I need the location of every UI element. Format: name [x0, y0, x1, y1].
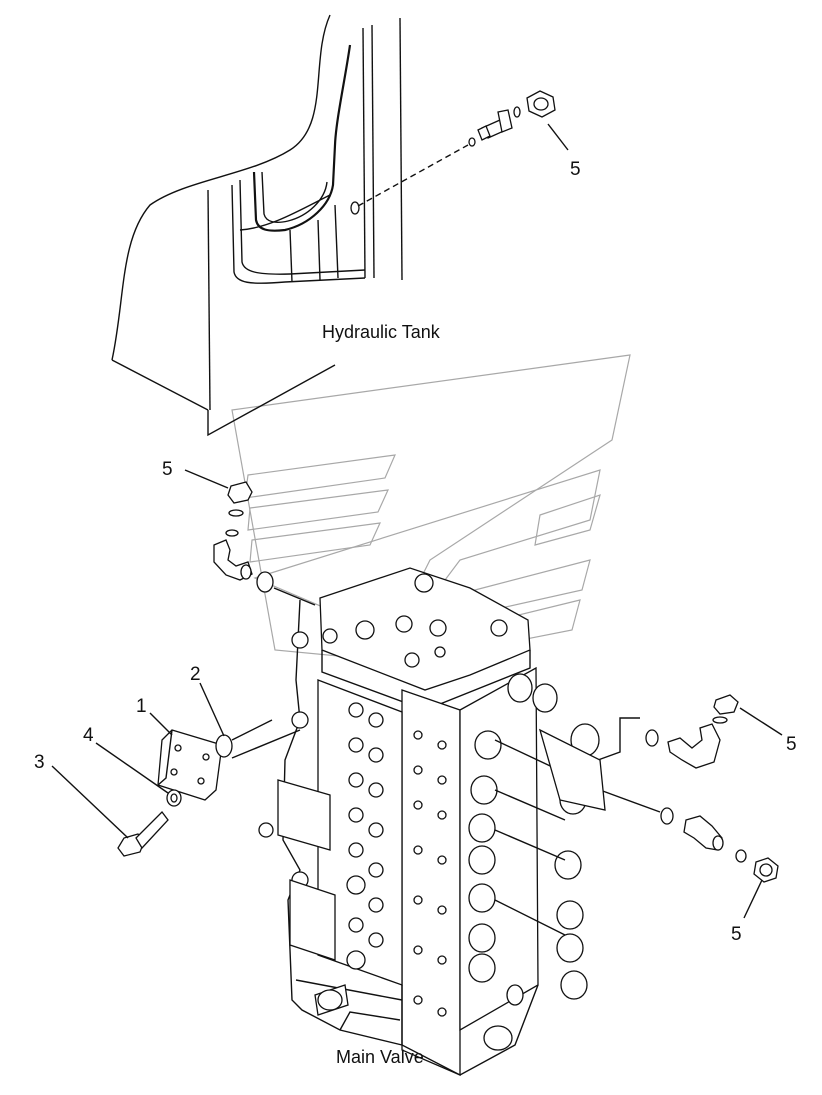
plate-leader-2	[231, 729, 301, 759]
callout-5-left: 5	[162, 459, 173, 480]
leader-3	[51, 765, 129, 839]
leader-5-left	[184, 469, 229, 489]
tank-elbow-fitting	[468, 109, 513, 147]
main-valve-caption: Main Valve	[336, 1047, 424, 1067]
plate-leader-1	[231, 719, 273, 741]
callout-3: 3	[34, 752, 45, 773]
callout-5-right-lower: 5	[731, 924, 742, 945]
left-valve-o-ring	[256, 571, 274, 593]
hydraulic-tank-caption: Hydraulic Tank	[322, 322, 441, 342]
left-elbow-fitting	[213, 539, 253, 581]
right-lower-o-ring	[735, 849, 747, 863]
right-lower-leader	[599, 789, 661, 813]
callout-5-right-upper: 5	[786, 734, 797, 755]
left-fitting-leader	[273, 587, 316, 606]
leader-5-right-lower	[743, 879, 763, 919]
left-cap-nut	[227, 481, 253, 504]
right-upper-leader	[597, 717, 640, 761]
hydraulic-tank	[111, 14, 469, 437]
plate-washer	[166, 789, 182, 807]
tank-o-ring	[513, 106, 521, 118]
callout-5-top: 5	[570, 159, 581, 180]
leader-2	[199, 682, 225, 737]
callout-4: 4	[83, 725, 94, 746]
leader-5-right-upper	[739, 707, 783, 736]
cover-plate	[157, 729, 223, 801]
tank-cap-nut	[526, 90, 556, 118]
left-o-ring	[225, 509, 244, 537]
callout-1: 1	[136, 696, 147, 717]
leader-5-top	[547, 123, 569, 151]
callout-2: 2	[190, 664, 201, 685]
plate-bolt	[117, 811, 169, 857]
right-lower-valve-o-ring	[660, 807, 674, 825]
leader-1	[149, 712, 173, 736]
watermark-logo	[231, 354, 631, 661]
right-upper-elbow-fitting	[667, 723, 721, 769]
right-lower-cap-nut	[753, 857, 779, 883]
right-lower-connector	[683, 815, 724, 851]
right-upper-cap-nut	[713, 694, 739, 715]
main-valve-body	[258, 567, 606, 1076]
plate-o-ring	[215, 734, 233, 758]
leader-4	[95, 742, 169, 794]
right-upper-valve-o-ring	[645, 729, 659, 747]
right-upper-o-ring	[712, 716, 728, 724]
